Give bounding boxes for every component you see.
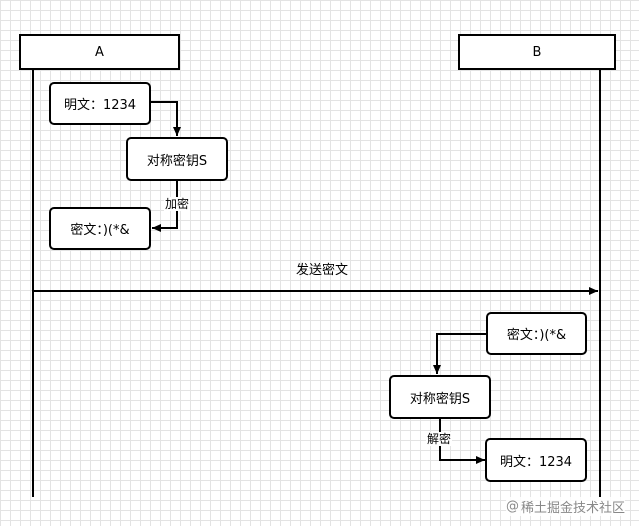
participant-b: B <box>458 34 616 70</box>
b-key-box: 对称密钥S <box>389 375 491 419</box>
b-key-label: 对称密钥S <box>409 391 471 407</box>
a-ciphertext-label: 密文：)(*& <box>70 223 130 238</box>
participant-a-label: A <box>95 44 104 60</box>
watermark-text: 稀土掘金技术社区 <box>520 501 625 516</box>
b-ciphertext-label: 密文：)(*& <box>506 328 567 343</box>
decrypt-label: 解密 <box>426 432 453 446</box>
b-ciphertext-box: 密文：)(*& <box>486 312 587 355</box>
connector-plaintext-to-key <box>150 101 181 136</box>
watermark-logo-icon: @ <box>505 499 519 514</box>
connector-key-to-ciphertext <box>152 181 178 232</box>
a-plaintext-box: 明文：1234 <box>49 82 151 125</box>
message-label: 发送密文 <box>296 263 349 278</box>
connector-ciphertext-to-key <box>433 333 487 374</box>
b-plaintext-box: 明文：1234 <box>485 438 587 482</box>
encrypt-label: 加密 <box>164 197 191 211</box>
a-key-label: 对称密钥S <box>146 153 208 169</box>
participant-a: A <box>19 34 180 70</box>
a-plaintext-label: 明文：1234 <box>63 98 137 113</box>
a-key-box: 对称密钥S <box>126 137 228 181</box>
b-plaintext-label: 明文：1234 <box>499 454 573 470</box>
watermark: @ 稀土掘金技术社区 <box>505 497 625 516</box>
a-ciphertext-box: 密文：)(*& <box>49 207 151 250</box>
participant-b-label: B <box>532 44 542 60</box>
